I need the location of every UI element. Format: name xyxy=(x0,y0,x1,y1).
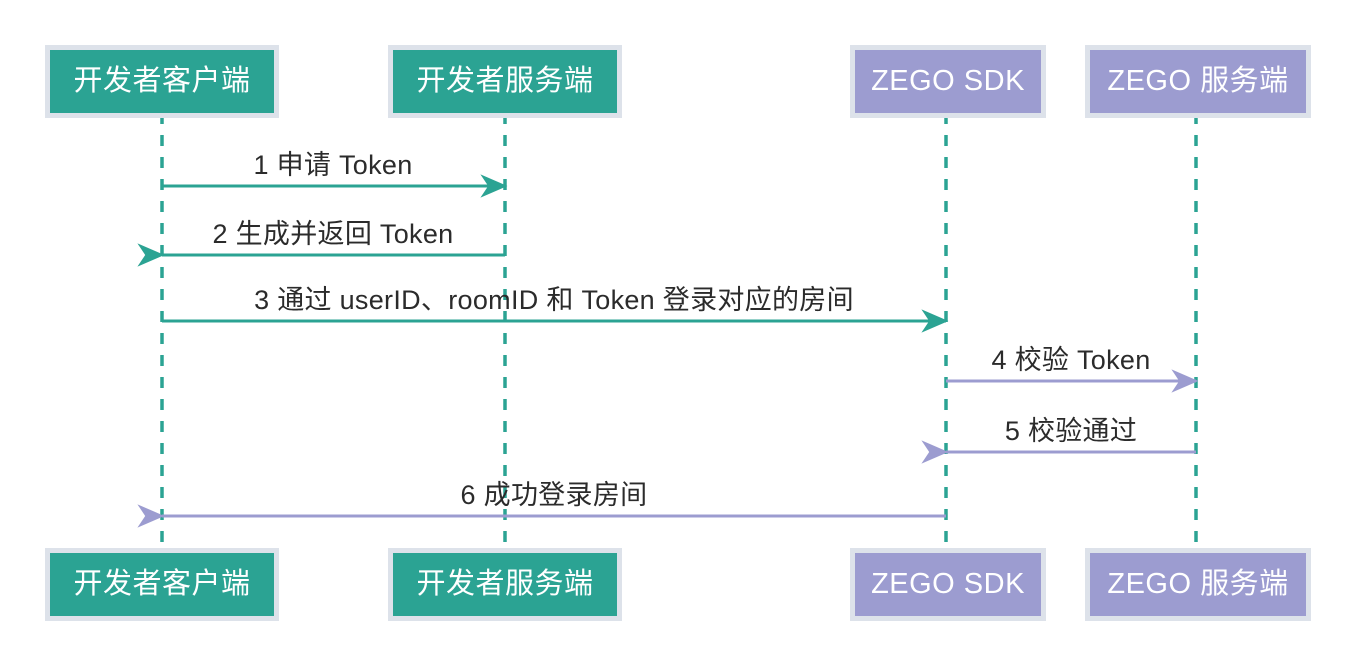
participant-zego-sdk-top[interactable]: ZEGO SDK xyxy=(850,45,1046,118)
message-label-1: 1 申请 Token xyxy=(253,150,412,180)
participant-box-fill-dev-client-bottom xyxy=(50,553,274,616)
participant-label-zego-sdk-top: ZEGO SDK xyxy=(871,65,1025,97)
participant-box-border-zego-server-top xyxy=(1085,45,1311,118)
message-label-5: 5 校验通过 xyxy=(1005,416,1137,446)
participant-box-fill-dev-server-bottom xyxy=(393,553,617,616)
participant-box-border-zego-sdk-top xyxy=(850,45,1046,118)
message-label-4: 4 校验 Token xyxy=(991,345,1150,375)
message-label-3: 3 通过 userID、roomID 和 Token 登录对应的房间 xyxy=(254,285,854,315)
participant-box-border-dev-client-top xyxy=(45,45,279,118)
participant-label-zego-server-bottom: ZEGO 服务端 xyxy=(1107,567,1288,600)
participant-box-border-dev-server-top xyxy=(388,45,622,118)
message-4[interactable]: 4 校验 Token xyxy=(946,345,1199,393)
participant-zego-server-bottom[interactable]: ZEGO 服务端 xyxy=(1085,548,1311,621)
participant-label-zego-server-top: ZEGO 服务端 xyxy=(1107,64,1288,97)
participant-box-fill-zego-server-bottom xyxy=(1090,553,1306,616)
participant-label-dev-client-top: 开发者客户端 xyxy=(73,64,250,97)
message-label-2: 2 生成并返回 Token xyxy=(213,219,454,249)
participant-zego-server-top[interactable]: ZEGO 服务端 xyxy=(1085,45,1311,118)
participant-box-fill-dev-client-top xyxy=(50,50,274,113)
participant-box-border-zego-server-bottom xyxy=(1085,548,1311,621)
participant-dev-server-bottom[interactable]: 开发者服务端 xyxy=(388,548,622,621)
participant-label-dev-client-bottom: 开发者客户端 xyxy=(73,567,250,600)
message-3[interactable]: 3 通过 userID、roomID 和 Token 登录对应的房间 xyxy=(162,285,949,333)
participant-label-dev-server-top: 开发者服务端 xyxy=(416,64,593,97)
participant-dev-client-top[interactable]: 开发者客户端 xyxy=(45,45,279,118)
participant-box-border-dev-client-bottom xyxy=(45,548,279,621)
messages-layer: 1 申请 Token 2 生成并返回 Token 3 通过 userID、roomI… xyxy=(137,150,1199,528)
participants-top-layer: 开发者客户端 开发者服务端 ZEGO SDK ZEGO 服务端 xyxy=(45,45,1311,118)
participant-label-dev-server-bottom: 开发者服务端 xyxy=(416,567,593,600)
participant-dev-server-top[interactable]: 开发者服务端 xyxy=(388,45,622,118)
participants-bottom-layer: 开发者客户端 开发者服务端 ZEGO SDK ZEGO 服务端 xyxy=(45,548,1311,621)
message-label-6: 6 成功登录房间 xyxy=(461,480,648,510)
participant-dev-client-bottom[interactable]: 开发者客户端 xyxy=(45,548,279,621)
participant-box-border-zego-sdk-bottom xyxy=(850,548,1046,621)
message-5[interactable]: 5 校验通过 xyxy=(921,416,1196,464)
message-2[interactable]: 2 生成并返回 Token xyxy=(137,219,505,267)
participant-zego-sdk-bottom[interactable]: ZEGO SDK xyxy=(850,548,1046,621)
participant-box-fill-zego-server-top xyxy=(1090,50,1306,113)
message-6[interactable]: 6 成功登录房间 xyxy=(137,480,946,528)
participant-label-zego-sdk-bottom: ZEGO SDK xyxy=(871,568,1025,600)
participant-box-fill-zego-sdk-bottom xyxy=(855,553,1041,616)
participant-box-border-dev-server-bottom xyxy=(388,548,622,621)
participant-box-fill-zego-sdk-top xyxy=(855,50,1041,113)
message-1[interactable]: 1 申请 Token xyxy=(162,150,508,198)
participant-box-fill-dev-server-top xyxy=(393,50,617,113)
